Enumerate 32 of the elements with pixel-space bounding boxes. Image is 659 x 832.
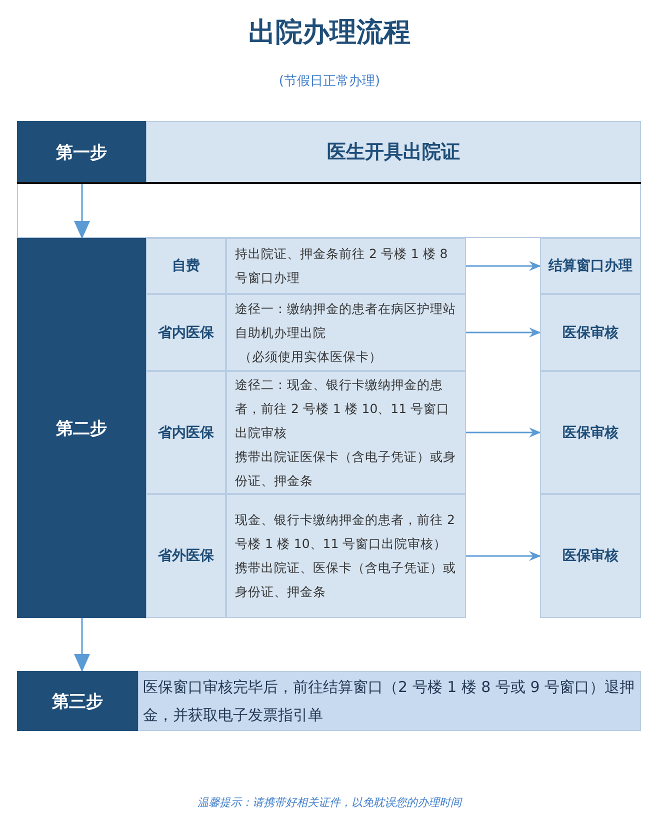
category-label: 自费 [146, 238, 226, 294]
paragraph-text: 途径二：现金、银行卡缴纳押金的患者，前往 2 号楼 1 楼 10、11 号窗口出院审核 [235, 376, 451, 442]
arrow [466, 328, 541, 338]
arrow [466, 428, 541, 438]
table-cell [226, 371, 466, 494]
footnote-text: 温馨提示：请携带好相关证件，以免耽误您的办理时间 [196, 795, 464, 810]
instruction-text: 医保窗口审核完毕后，前往结算窗口（2 号楼 1 楼 8 号或 9 号窗口）退押金，并获取电子发票指引单 [138, 671, 641, 731]
paragraph-text: 携带出院证医保卡（含电子凭证）或身份证、押金条 [235, 448, 457, 490]
step-header: 第一步 [17, 121, 146, 183]
arrow [466, 261, 541, 271]
table-cell [226, 494, 466, 618]
paragraph-text: 携带出院证、医保卡（含电子凭证）或身份证、押金条 [235, 559, 457, 601]
instruction-text: 持出院证、押金条前往 2 号楼 1 楼 8 号窗口办理 [226, 238, 466, 294]
step-title: 医生开具出院证 [146, 121, 641, 183]
result-label: 医保审核 [540, 371, 641, 494]
arrow [74, 618, 90, 672]
paragraph-text: 途径一：缴纳押金的患者在病区护理站自助机办理出院 [235, 300, 457, 342]
subtitle-text: (节假日正常办理) [278, 73, 382, 90]
result-label: 医保审核 [540, 494, 641, 618]
table-cell [226, 294, 466, 371]
category-label: 省内医保 [146, 371, 226, 494]
category-label: 省内医保 [146, 294, 226, 371]
category-label: 省外医保 [146, 494, 226, 618]
step-header: 第二步 [17, 238, 146, 618]
arrow [466, 551, 541, 561]
arrow [74, 183, 90, 239]
paragraph-text: 现金、银行卡缴纳押金的患者，前往 2 号楼 1 楼 10、11 号窗口出院审核） [235, 511, 456, 553]
result-label: 医保审核 [540, 294, 641, 371]
page-title: 出院办理流程 [248, 16, 412, 50]
step-header: 第三步 [17, 671, 138, 731]
result-label: 结算窗口办理 [540, 238, 641, 294]
paragraph-text: （必须使用实体医保卡） [238, 348, 383, 366]
